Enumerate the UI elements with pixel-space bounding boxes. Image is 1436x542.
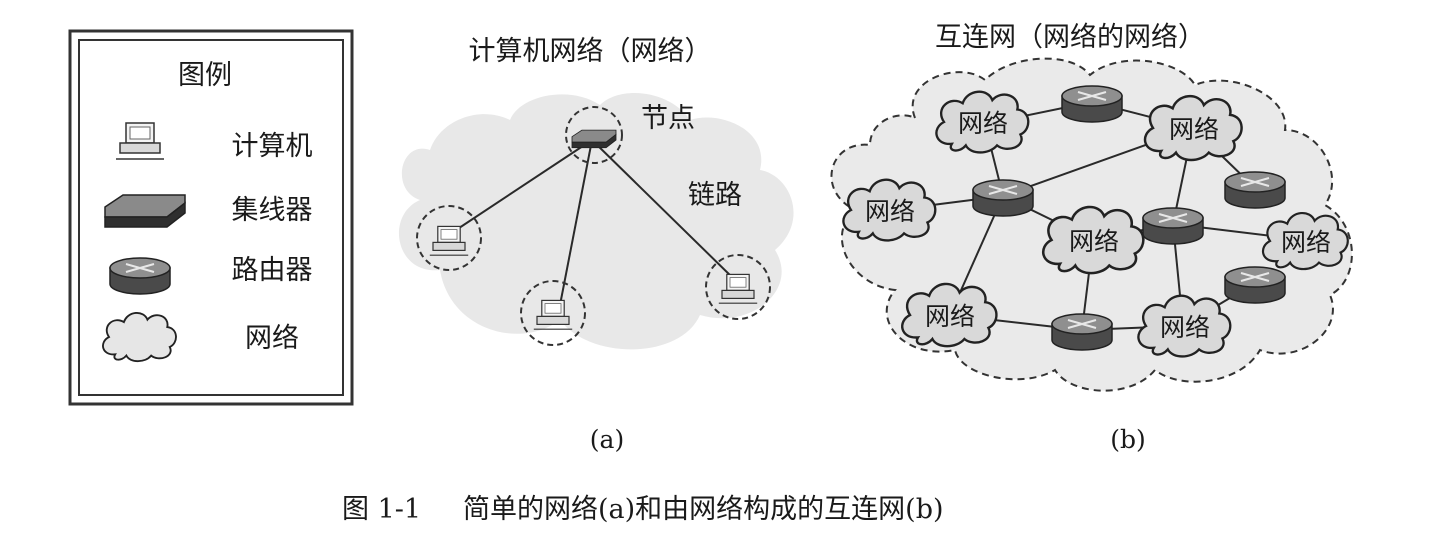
node-circle-computer-3 — [705, 254, 771, 320]
network-label-7: 网络 — [1160, 313, 1210, 342]
legend-hub-icon — [104, 194, 186, 228]
caption-text: 简单的网络(a)和由网络构成的互连网(b) — [463, 494, 944, 525]
panel-a: 计算机网络（网络） 节点 链路 (a) — [398, 36, 794, 454]
network-label-2: 网络 — [1169, 115, 1219, 144]
legend-label-computer: 计算机 — [232, 131, 313, 162]
router-icon-5 — [1224, 266, 1286, 304]
legend-network-cloud-icon — [102, 311, 177, 363]
router-icon-2 — [972, 179, 1034, 217]
legend-label-network: 网络 — [245, 323, 299, 354]
panel-a-links — [449, 139, 736, 306]
panel-b: 互连网（网络的网络） 网络 网络 — [830, 22, 1353, 454]
legend-label-hub: 集线器 — [232, 195, 313, 226]
caption-number: 图 1-1 — [342, 494, 421, 525]
legend-router-icon — [109, 257, 171, 295]
network-label-1: 网络 — [958, 109, 1008, 138]
legend-title: 图例 — [178, 60, 232, 91]
router-icon-6 — [1051, 313, 1113, 351]
router-icon-1 — [1061, 85, 1123, 123]
panel-a-hub-icon — [571, 129, 617, 149]
figure-caption: 图 1-1 简单的网络(a)和由网络构成的互连网(b) — [342, 494, 944, 525]
panel-b-sublabel: (b) — [1110, 425, 1146, 454]
legend-label-router: 路由器 — [232, 255, 313, 286]
panel-b-title: 互连网（网络的网络） — [935, 22, 1205, 53]
node-circle-computer-2 — [520, 280, 586, 346]
node-circle-computer-1 — [416, 205, 482, 271]
panel-a-title: 计算机网络（网络） — [469, 36, 712, 67]
node-label: 节点 — [641, 103, 695, 134]
panel-a-sublabel: (a) — [590, 425, 624, 454]
link-label: 链路 — [688, 180, 742, 211]
network-label-3: 网络 — [865, 197, 915, 226]
network-label-6: 网络 — [925, 302, 975, 331]
network-label-5: 网络 — [1281, 228, 1331, 257]
legend-box: 图例 计算机 集线器 路由器 网络 — [68, 29, 354, 406]
panel-a-network-cloud — [398, 93, 794, 350]
router-icon-3 — [1224, 171, 1286, 209]
node-circle-hub — [565, 106, 623, 164]
network-label-4: 网络 — [1069, 227, 1119, 256]
router-icon-4 — [1142, 207, 1204, 245]
